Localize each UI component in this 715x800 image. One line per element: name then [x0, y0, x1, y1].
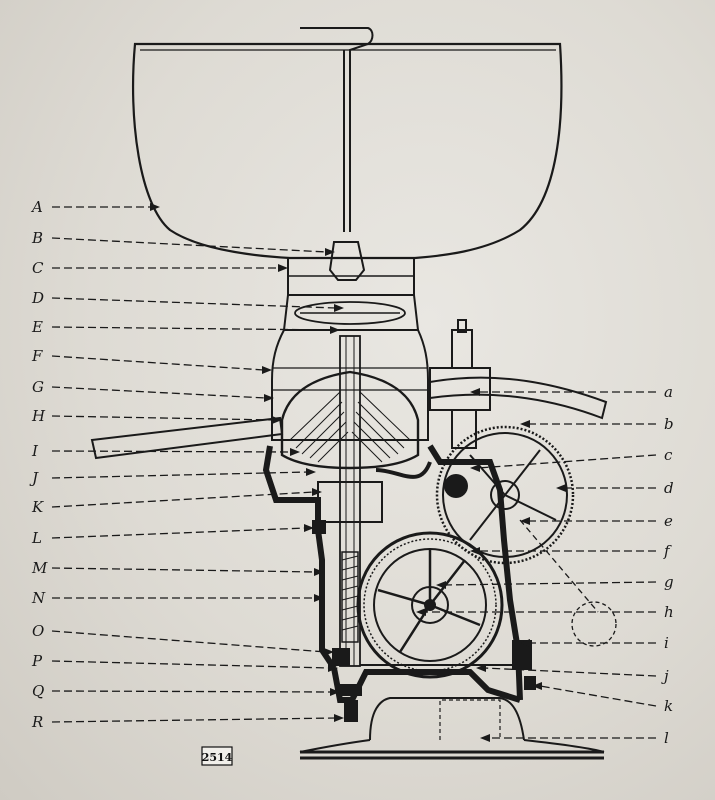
label-d: d: [664, 479, 674, 497]
label-g: g: [664, 573, 674, 591]
label-R: R: [31, 713, 43, 731]
leader-line-D: [51, 297, 337, 309]
arrowhead-G: [264, 394, 274, 402]
figure-number: 2514: [202, 751, 233, 764]
supply-bowl: [131, 27, 563, 281]
label-A: A: [30, 198, 43, 216]
arrowhead-e: [520, 517, 530, 525]
label-e: e: [664, 512, 673, 530]
label-Q: Q: [32, 682, 44, 700]
label-G: G: [32, 378, 44, 396]
arrowhead-d: [556, 484, 566, 492]
arrowhead-i: [520, 639, 530, 647]
label-F: F: [31, 347, 43, 365]
arrowhead-O: [324, 648, 334, 656]
leader-line-c: [477, 454, 657, 469]
leader-line-L: [51, 527, 307, 539]
leader-line-G: [51, 386, 267, 399]
arrowhead-F: [262, 366, 272, 374]
label-B: B: [31, 229, 43, 247]
label-P: P: [31, 652, 43, 670]
leader-line-O: [51, 630, 327, 653]
leader-line-F: [51, 355, 265, 371]
leader-line-g: [443, 581, 657, 586]
arrowhead-I: [290, 448, 300, 456]
large-gear-wheel: [435, 425, 617, 647]
label-c: c: [664, 446, 673, 464]
label-i: i: [664, 634, 669, 652]
arrowhead-R: [334, 714, 344, 722]
leader-line-k: [539, 685, 657, 707]
label-b: b: [664, 415, 674, 433]
label-l: l: [664, 729, 669, 747]
arrowhead-f: [470, 547, 480, 555]
spouts: [90, 376, 608, 460]
label-D: D: [31, 289, 44, 307]
regulating-cover: [282, 258, 420, 331]
leader-line-K: [51, 491, 315, 508]
arrowhead-A: [150, 203, 160, 211]
label-a: a: [664, 383, 673, 401]
leader-line-j: [483, 667, 657, 677]
arrowhead-M: [314, 568, 324, 576]
arrowhead-k: [532, 682, 542, 690]
arrowhead-H: [272, 416, 282, 424]
leader-line-Q: [51, 690, 333, 693]
arrowhead-D: [334, 304, 344, 312]
label-O: O: [32, 622, 44, 640]
label-k: k: [664, 697, 673, 715]
arrowhead-K: [312, 488, 322, 496]
arrowhead-l: [480, 734, 490, 742]
arrowhead-a: [470, 388, 480, 396]
leader-line-R: [51, 717, 337, 723]
arrowhead-B: [325, 248, 335, 256]
label-C: C: [32, 259, 44, 277]
small-gear-wheel: [341, 531, 504, 679]
leader-line-E: [51, 326, 333, 331]
arrowhead-j: [476, 664, 486, 672]
label-f: f: [663, 542, 672, 560]
arrowhead-g: [436, 581, 446, 589]
leader-line-B: [51, 237, 328, 253]
arrowhead-E: [330, 326, 340, 334]
arrowhead-h: [416, 608, 426, 616]
leader-line-I: [51, 450, 293, 453]
arrowhead-N: [314, 594, 324, 602]
arrowhead-c: [470, 464, 480, 472]
leader-line-H: [51, 415, 275, 421]
base-stand: [299, 648, 605, 760]
label-E: E: [31, 318, 43, 336]
label-K: K: [31, 498, 44, 516]
machine-frame: [262, 319, 536, 701]
label-L: L: [31, 529, 42, 547]
figure-number-box: 2514: [201, 746, 233, 766]
leader-line-P: [51, 660, 331, 669]
leader-line-J: [51, 471, 309, 479]
label-M: M: [31, 559, 48, 577]
label-I: I: [31, 442, 39, 460]
label-J: J: [29, 469, 39, 487]
label-N: N: [31, 589, 46, 607]
arrowhead-L: [304, 524, 314, 532]
arrowhead-J: [306, 468, 316, 476]
leader-line-M: [51, 567, 317, 573]
label-j: j: [661, 667, 669, 685]
arrowhead-Q: [330, 688, 340, 696]
arrowhead-P: [328, 664, 338, 672]
arrowhead-C: [278, 264, 288, 272]
label-H: H: [31, 407, 46, 425]
arrowhead-b: [520, 420, 530, 428]
label-h: h: [664, 603, 674, 621]
